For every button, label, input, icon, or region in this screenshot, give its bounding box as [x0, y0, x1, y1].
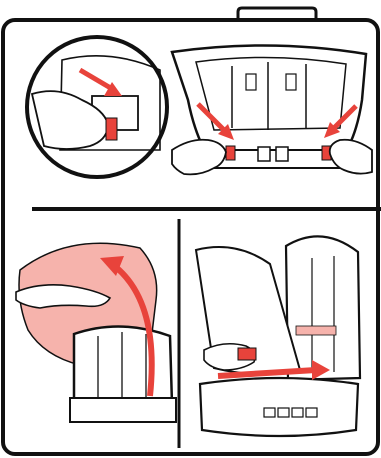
- strap-clip-pink: [296, 326, 336, 335]
- strap-buckle-red: [238, 348, 256, 360]
- zoom-latch: [106, 118, 117, 140]
- seat-base-small: [70, 398, 176, 422]
- latch-left: [226, 146, 235, 160]
- panel-step-1: [27, 37, 372, 177]
- hand-left: [172, 140, 226, 175]
- buckle: [258, 147, 270, 161]
- buckle: [276, 147, 288, 161]
- panel-step-2: [16, 243, 176, 422]
- seat-base-large: [200, 378, 358, 436]
- panel-step-3: [196, 236, 360, 436]
